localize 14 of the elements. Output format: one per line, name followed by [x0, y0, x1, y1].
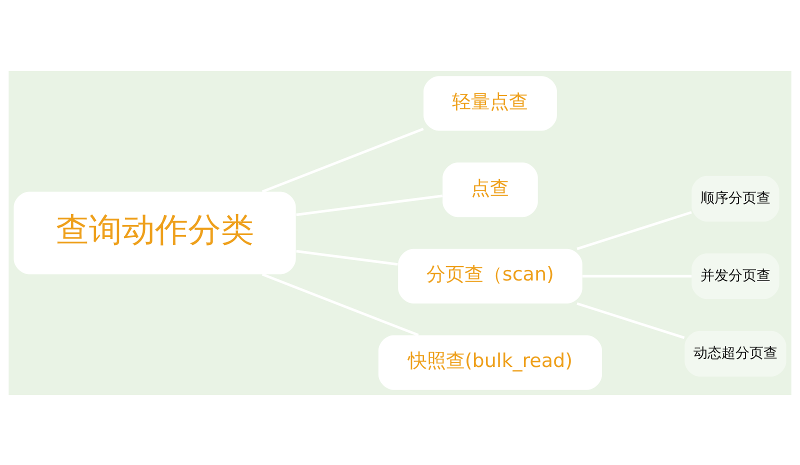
- node-box: 顺序分页查: [692, 175, 780, 222]
- node-box: 轻量点查: [424, 76, 557, 130]
- node-box: 快照查(bulk_read): [378, 334, 602, 390]
- node-box: 查询动作分类: [14, 191, 296, 274]
- node-box: 分页查（scan): [398, 248, 582, 304]
- connector: [296, 194, 442, 216]
- connector: [296, 249, 398, 266]
- connector: [576, 210, 692, 250]
- connector: [576, 302, 685, 338]
- node-box: 点查: [442, 162, 538, 217]
- node-box: 动态超分页查: [684, 330, 786, 376]
- connector: [262, 272, 419, 336]
- connector: [262, 127, 424, 192]
- node-box: 并发分页查: [692, 252, 780, 299]
